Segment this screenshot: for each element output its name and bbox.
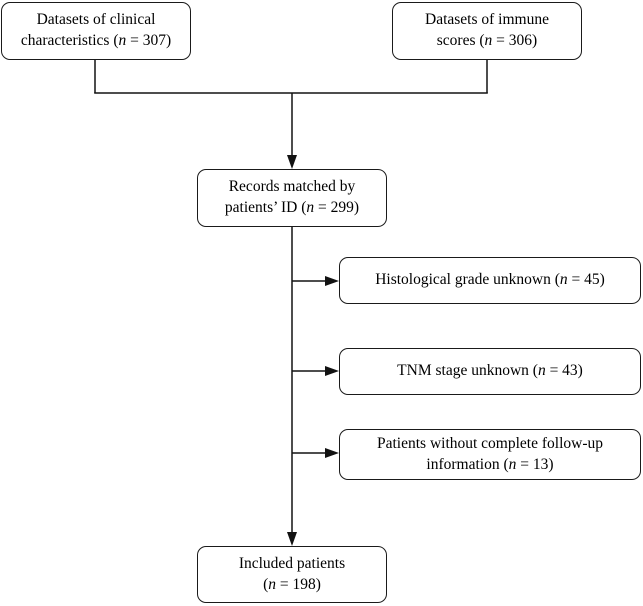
- node-excluded-tnm-stage: TNM stage unknown (n = 43): [339, 348, 641, 395]
- node-included-patients: Included patients(n = 198): [197, 546, 387, 603]
- node-included-patients-label: Included patients(n = 198): [238, 554, 346, 593]
- arrowhead-to-included: [287, 532, 297, 546]
- arrowhead-tnm: [325, 366, 339, 376]
- arrowhead-histological: [325, 276, 339, 286]
- arrowhead-to-records: [287, 155, 297, 169]
- node-excluded-histological-grade: Histological grade unknown (n = 45): [339, 257, 641, 304]
- arrowhead-followup: [325, 448, 339, 458]
- node-excluded-tnm-stage-label: TNM stage unknown (n = 43): [397, 362, 583, 380]
- node-excluded-histological-grade-label: Histological grade unknown (n = 45): [375, 271, 605, 289]
